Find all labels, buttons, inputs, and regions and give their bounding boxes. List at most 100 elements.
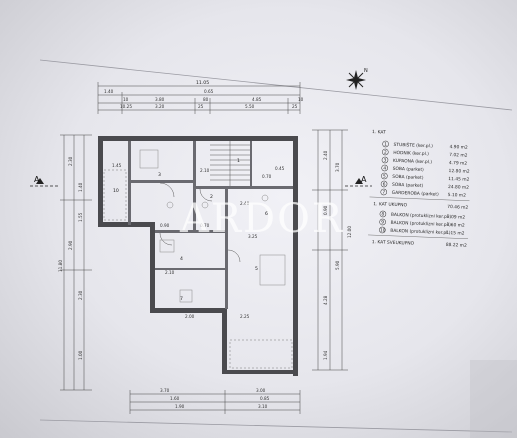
staircase (210, 141, 250, 186)
bottom-dim-2b: 0.85 (260, 396, 270, 401)
svg-text:11.45 m2: 11.45 m2 (448, 176, 469, 183)
svg-text:9: 9 (381, 219, 384, 225)
svg-text:BALKON (protuklizni ker.pl.): BALKON (protuklizni ker.pl.) (391, 212, 452, 220)
svg-text:10: 10 (380, 227, 386, 233)
bottom-dimension-lines (129, 390, 301, 414)
legend-row: 6 SOBA (parket) 24.80 m2 (380, 180, 469, 191)
inner-walls (128, 141, 293, 309)
svg-text:SOBA (parket): SOBA (parket) (392, 182, 424, 189)
top-dimension-lines (97, 82, 301, 114)
sheet-frame (39, 59, 513, 433)
dim-row4-d: 5.50 (245, 104, 255, 109)
left-dim-4: 2.90 (68, 240, 73, 250)
legend-row: 10 BALKON (protuklizni ker.pl.) 1.15 m2 (379, 226, 465, 237)
svg-text:A: A (34, 175, 40, 184)
photo-vignette (470, 360, 517, 438)
bottom-dim-1b: 3.00 (256, 388, 266, 393)
left-dim-6: 2.30 (78, 290, 83, 300)
dim-row3-a: 10 (123, 97, 129, 102)
right-dim-3: 12.00 (347, 226, 352, 238)
svg-text:SOBA (parket): SOBA (parket) (393, 166, 425, 173)
legend-subtotal: 1. KAT UKUPNO 70.46 m2 (373, 201, 468, 211)
svg-text:3.60 m2: 3.60 m2 (446, 222, 465, 229)
right-dim-7: 1.94 (323, 350, 328, 360)
svg-text:6: 6 (383, 181, 386, 187)
dim-row4-a: 10.25 (120, 104, 132, 109)
section-marker-left: A (30, 175, 60, 187)
door-swings (159, 182, 241, 263)
svg-text:1.15 m2: 1.15 m2 (446, 230, 465, 237)
svg-text:70.46 m2: 70.46 m2 (447, 204, 468, 211)
right-dim-6: 4.28 (323, 295, 328, 305)
legend-total: 1. KAT SVEUKUPNO 88.22 m2 (372, 239, 467, 249)
dim-row4-c: 25 (198, 104, 204, 109)
svg-text:2.00: 2.00 (185, 314, 195, 319)
room-number-10: 10 (113, 188, 119, 194)
svg-text:3: 3 (383, 157, 386, 163)
svg-text:4.79 m2: 4.79 m2 (449, 160, 468, 167)
svg-text:5: 5 (383, 173, 386, 179)
room-number-1: 1 (237, 158, 240, 164)
dim-row4-e: 25 (292, 104, 298, 109)
svg-text:4: 4 (383, 165, 386, 171)
svg-text:24.80 m2: 24.80 m2 (448, 184, 469, 191)
dim-row3-d: 4.85 (252, 97, 262, 102)
room-number-5: 5 (255, 266, 258, 272)
svg-text:STUBIŠTE (ker.pl.): STUBIŠTE (ker.pl.) (393, 141, 433, 150)
dim-row3-c: 80 (203, 97, 209, 102)
legend-row: 4 SOBA (parket) 12.80 m2 (381, 164, 470, 175)
svg-text:7.02 m2: 7.02 m2 (449, 152, 468, 159)
legend-row: 2 HODNIK (ker.pl.) 7.02 m2 (382, 148, 468, 159)
legend-row: 5 SOBA (parket) 11.45 m2 (381, 172, 470, 183)
svg-text:4.90 m2: 4.90 m2 (449, 144, 468, 151)
room-number-2: 2 (210, 194, 213, 200)
svg-text:12.80 m2: 12.80 m2 (448, 168, 469, 175)
left-dim-1: 2.30 (68, 156, 73, 166)
svg-text:1: 1 (384, 141, 387, 147)
legend-title: 1. KAT (372, 129, 386, 136)
balcony-dashes (103, 169, 293, 369)
dim-overall: 11.05 (196, 80, 209, 86)
right-dim-4: 0.90 (323, 205, 328, 215)
left-dimension-lines (60, 134, 92, 391)
svg-text:A: A (361, 175, 367, 184)
right-dim-5: 5.90 (335, 260, 340, 270)
room-number-6: 6 (265, 211, 268, 217)
svg-text:1. KAT SVEUKUPNO: 1. KAT SVEUKUPNO (372, 239, 415, 247)
svg-text:0.70: 0.70 (262, 174, 272, 179)
section-marker-right: A (345, 175, 372, 187)
interior-dimensions: 1.45 2.10 0.70 2.40 0.45 0.90 0.70 2.10 … (112, 163, 285, 319)
dim-row2-a: 1.40 (104, 89, 114, 94)
compass-north-label: N (364, 68, 368, 74)
svg-text:SOBA (parket): SOBA (parket) (392, 174, 424, 181)
room-number-7: 7 (180, 296, 183, 302)
dim-row2-b: 0.65 (204, 89, 214, 94)
right-dimension-lines (312, 129, 348, 371)
bottom-dim-3b: 3.10 (258, 404, 268, 409)
svg-text:2.40: 2.40 (240, 201, 250, 206)
legend-row: 3 KUPAONA (ker.pl.) 4.79 m2 (381, 156, 468, 167)
svg-text:2: 2 (384, 149, 387, 155)
svg-text:0.90: 0.90 (160, 223, 170, 228)
bottom-dim-3a: 1.90 (175, 404, 185, 409)
left-dim-7: 1.00 (78, 350, 83, 360)
svg-text:1. KAT UKUPNO: 1. KAT UKUPNO (373, 201, 407, 208)
dim-row3-e: 10 (298, 97, 304, 102)
legend-row: 8 BALKON (protuklizni ker.pl.) 3.09 m2 (379, 210, 466, 221)
svg-text:2.10: 2.10 (200, 168, 210, 173)
svg-text:5.10 m2: 5.10 m2 (448, 192, 467, 199)
bottom-dim-2a: 1.60 (170, 396, 180, 401)
legend-row: 7 GARDEROBA (parket) 5.10 m2 (380, 188, 467, 199)
svg-text:BALKON (protuklizni ker.pl.): BALKON (protuklizni ker.pl.) (390, 228, 451, 236)
svg-text:0.45: 0.45 (275, 166, 285, 171)
left-dim-5: 11.80 (58, 260, 63, 272)
room-number-labels: 1 2 3 4 5 6 7 10 (113, 158, 268, 302)
legend-row: 9 BALKON (protuklizni ker.pl.) 3.60 m2 (379, 218, 465, 229)
svg-text:HODNIK (ker.pl.): HODNIK (ker.pl.) (393, 150, 429, 157)
bottom-dim-1a: 3.70 (160, 388, 170, 393)
svg-text:88.22 m2: 88.22 m2 (446, 242, 467, 249)
svg-text:3.09 m2: 3.09 m2 (447, 214, 466, 221)
outer-walls (98, 136, 298, 376)
